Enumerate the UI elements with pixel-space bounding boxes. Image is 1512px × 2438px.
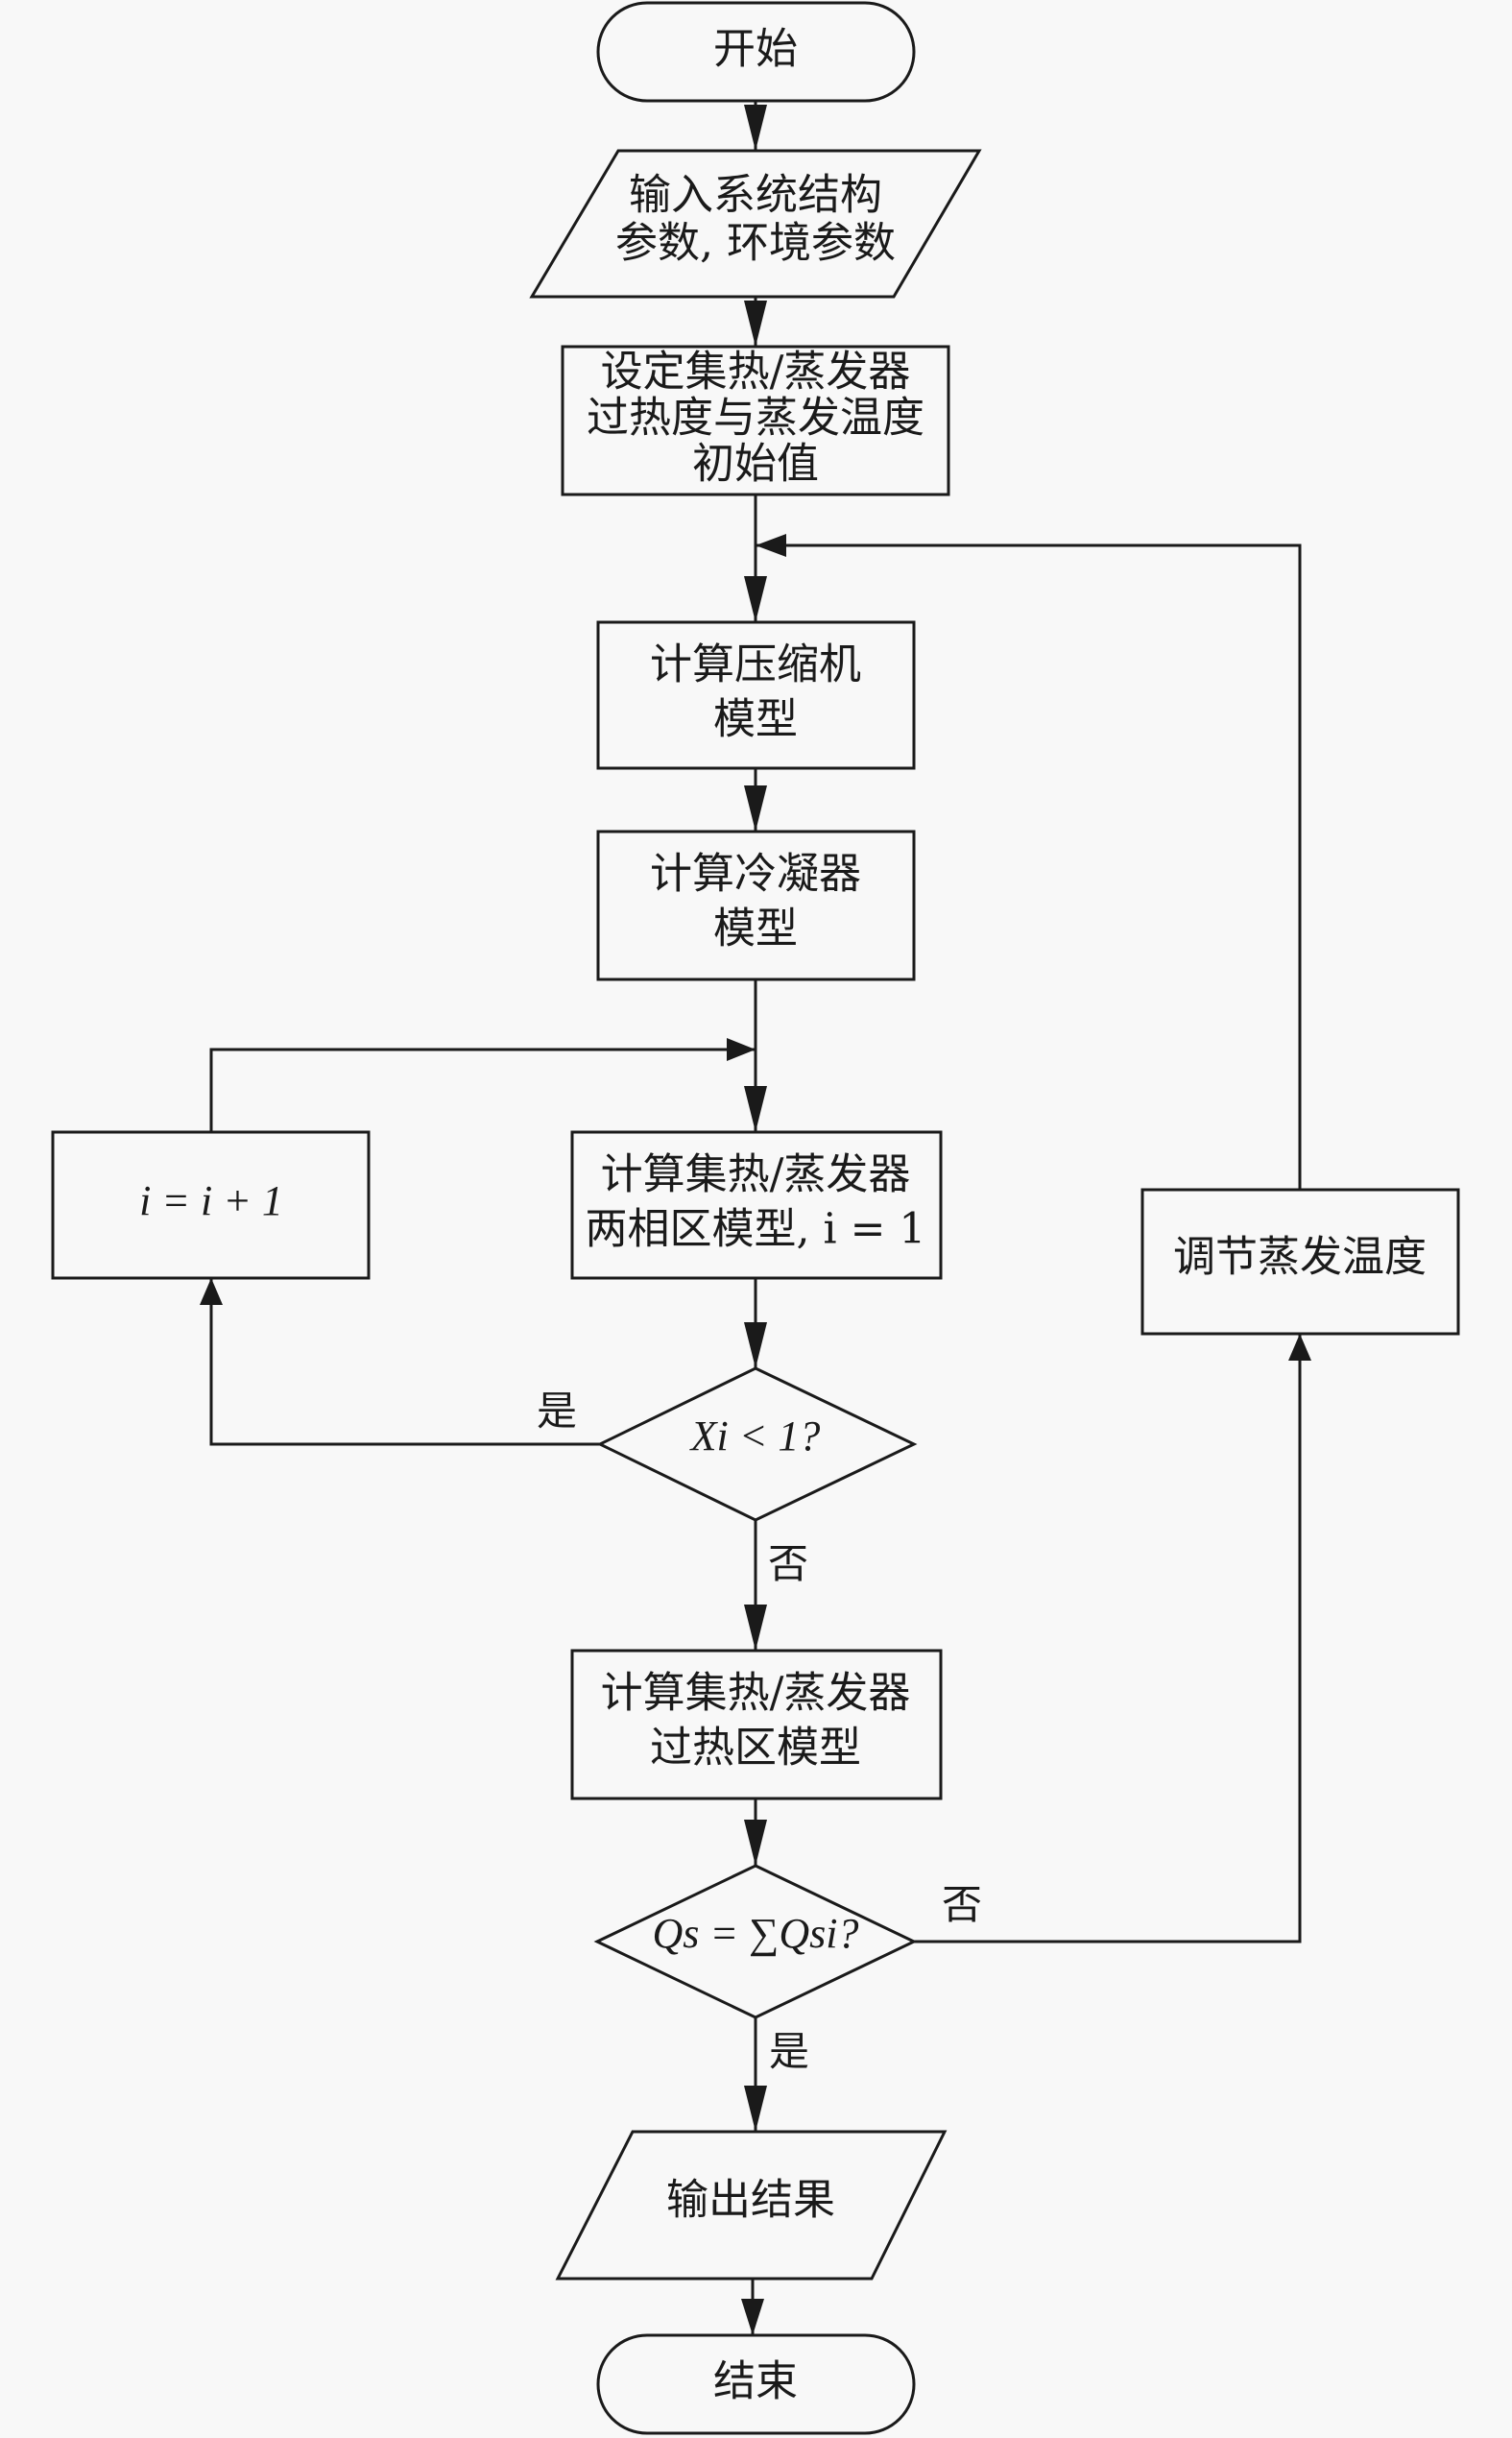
arrow-down-icon bbox=[744, 301, 767, 347]
decision-q-yes-label: 是 bbox=[769, 2028, 809, 2075]
decision-x-no-label: 否 bbox=[768, 1540, 808, 1587]
superheat-node: 计算集热/蒸发器 过热区模型 bbox=[570, 1649, 943, 1800]
edge-increment-loop bbox=[209, 1048, 756, 1132]
superheat-label-line2: 过热区模型 bbox=[650, 1724, 861, 1773]
edge-adjust-feedback bbox=[756, 543, 1302, 1190]
start-node: 开始 bbox=[596, 1, 916, 103]
input-node: 输入系统结构 参数, 环境参数 bbox=[529, 149, 982, 299]
init-label-line1: 设定集热/蒸发器 bbox=[601, 348, 911, 397]
decision-x-node: Xi < 1? bbox=[596, 1366, 918, 1522]
input-label-line2: 参数, 环境参数 bbox=[615, 219, 896, 268]
end-node: 结束 bbox=[596, 2333, 916, 2435]
arrow-up-icon bbox=[1288, 1334, 1311, 1361]
arrow-down-icon bbox=[741, 2299, 764, 2335]
compressor-label-line1: 计算压缩机 bbox=[650, 640, 861, 689]
decision-x-yes-label: 是 bbox=[537, 1388, 577, 1435]
condenser-label-line1: 计算冷凝器 bbox=[650, 850, 861, 899]
adjust-label: 调节蒸发温度 bbox=[1173, 1233, 1427, 1282]
condenser-label-line2: 模型 bbox=[713, 905, 798, 953]
two-phase-label-line1: 计算集热/蒸发器 bbox=[601, 1150, 911, 1199]
arrow-left-icon bbox=[756, 534, 786, 557]
decision-x-label: Xi < 1? bbox=[689, 1412, 821, 1460]
arrow-down-icon bbox=[744, 105, 767, 151]
arrow-right-icon bbox=[727, 1038, 756, 1061]
compressor-label-line2: 模型 bbox=[713, 695, 798, 744]
increment-node: i = i + 1 bbox=[51, 1130, 371, 1280]
init-label-line2: 过热度与蒸发温度 bbox=[587, 394, 924, 443]
arrow-down-icon bbox=[744, 785, 767, 832]
arrow-down-icon bbox=[744, 1605, 767, 1651]
init-label-line3: 初始值 bbox=[692, 440, 819, 489]
arrow-up-icon bbox=[200, 1278, 223, 1305]
arrow-down-icon bbox=[744, 1086, 767, 1132]
arrow-down-icon bbox=[744, 1322, 767, 1368]
decision-q-node: Qs = ∑Qsi? bbox=[593, 1864, 918, 2019]
adjust-node: 调节蒸发温度 bbox=[1140, 1188, 1460, 1336]
edge-q-no bbox=[914, 1334, 1302, 1943]
init-node: 设定集热/蒸发器 过热度与蒸发温度 初始值 bbox=[561, 345, 950, 496]
condenser-node: 计算冷凝器 模型 bbox=[596, 830, 916, 981]
superheat-label-line1: 计算集热/蒸发器 bbox=[601, 1669, 911, 1718]
compressor-node: 计算压缩机 模型 bbox=[596, 620, 916, 770]
input-label-line1: 输入系统结构 bbox=[629, 171, 882, 220]
end-label: 结束 bbox=[713, 2357, 798, 2406]
output-node: 输出结果 bbox=[555, 2130, 948, 2281]
output-label: 输出结果 bbox=[666, 2176, 835, 2225]
decision-q-label: Qs = ∑Qsi? bbox=[652, 1910, 858, 1957]
edge-decision-yes bbox=[209, 1278, 600, 1446]
increment-label: i = i + 1 bbox=[139, 1177, 283, 1224]
arrowheads bbox=[200, 105, 1311, 2335]
start-label: 开始 bbox=[713, 25, 798, 74]
arrow-down-icon bbox=[744, 2086, 767, 2132]
arrow-down-icon bbox=[744, 576, 767, 622]
two-phase-node: 计算集热/蒸发器 两相区模型, i = 1 bbox=[570, 1130, 943, 1280]
two-phase-label-line2: 两相区模型, i = 1 bbox=[586, 1205, 926, 1254]
decision-q-no-label: 否 bbox=[942, 1881, 982, 1928]
arrow-down-icon bbox=[744, 1820, 767, 1866]
